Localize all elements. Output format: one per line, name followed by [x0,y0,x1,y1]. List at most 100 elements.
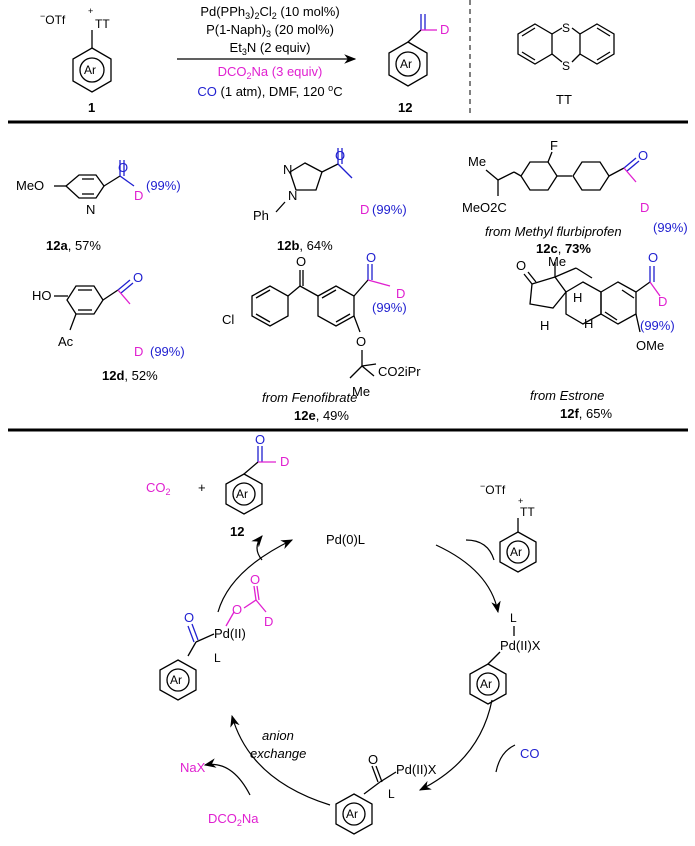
svg-text:Pd(II)X: Pd(II)X [396,762,437,777]
cycle-arrows: CO anion exchange NaX DCO2Na [180,535,540,828]
svg-text:OMe: OMe [636,338,664,353]
svg-text:12: 12 [230,524,244,539]
svg-text:D: D [280,454,289,469]
product-label: 12 [398,100,412,115]
exchange-label: exchange [250,746,306,761]
svg-text:Me: Me [352,384,370,399]
reagent-4: DCO2Na (3 equiv) [218,64,323,81]
svg-text:O: O [250,572,260,587]
svg-text:Me: Me [468,154,486,169]
pd0-label: Pd(0)L [326,532,365,547]
svg-text:L: L [388,787,395,801]
svg-text:from Estrone: from Estrone [530,388,604,403]
svg-text:D: D [658,294,667,309]
svg-text:(99%): (99%) [150,344,185,359]
svg-text:H: H [540,318,549,333]
svg-text:O: O [638,148,648,163]
svg-text:D: D [134,344,143,359]
svg-text:Pd(II): Pd(II) [214,626,246,641]
nax-label: NaX [180,760,206,775]
reaction-conditions: Pd(PPh3)2Cl2 (10 mol%) P(1-Naph)3 (20 mo… [177,4,357,99]
svg-text:N: N [86,202,95,217]
svg-text:O: O [368,752,378,767]
thianthrene: S S TT [517,21,615,107]
svg-text:12d, 52%: 12d, 52% [102,368,158,383]
svg-text:(99%): (99%) [372,202,407,217]
svg-text:+: + [88,6,93,16]
svg-text:TT: TT [95,17,110,31]
svg-text:N: N [288,188,297,203]
svg-text:D: D [440,22,449,37]
svg-text:O: O [232,602,242,617]
svg-text:O: O [356,334,366,349]
svg-text:D: D [396,286,405,301]
svg-text:O: O [184,610,194,625]
reagent-5: CO (1 atm), DMF, 120 oC [197,83,342,99]
svg-text:O: O [296,254,306,269]
cycle-aryl-tt: −OTf + TT Ar [480,481,537,573]
svg-text:−OTf: −OTf [40,11,66,27]
tt-label: TT [556,92,572,107]
svg-text:+: + [198,480,206,495]
svg-text:Pd(II)X: Pd(II)X [500,638,541,653]
cycle-product-12: CO2 + Ar O D 12 [146,432,289,539]
svg-text:12b, 64%: 12b, 64% [277,238,333,253]
svg-text:Me: Me [548,254,566,269]
svg-text:12f, 65%: 12f, 65% [560,406,612,421]
product-12d: HO Ac O D (99%) 12d, 52% [32,270,185,383]
svg-text:Ar: Ar [510,545,522,559]
svg-text:Ar: Ar [346,807,358,821]
product-12c: Me MeO2C F O D (99%) from Methyl flurbip… [462,138,688,256]
svg-text:Ar: Ar [400,57,412,71]
svg-text:O: O [255,432,265,447]
svg-text:Ph: Ph [253,208,269,223]
reagent-2: P(1-Naph)3 (20 mol%) [206,22,334,39]
svg-text:Ar: Ar [170,673,182,687]
svg-text:MeO: MeO [16,178,44,193]
svg-text:from Methyl flurbiprofen: from Methyl flurbiprofen [485,224,622,239]
svg-text:D: D [360,202,369,217]
cycle-acyl-pdx: O Pd(II)X L Ar [335,752,437,835]
svg-text:O: O [335,148,345,163]
svg-text:O: O [118,160,128,175]
svg-text:+: + [518,496,523,506]
svg-text:N: N [283,162,292,177]
start-material: −OTf + TT Ar 1 [40,6,112,115]
svg-text:Ar: Ar [236,487,248,501]
svg-text:−OTf: −OTf [480,481,506,497]
svg-text:CO2: CO2 [146,480,171,497]
svg-text:Cl: Cl [222,312,234,327]
svg-text:MeO2C: MeO2C [462,200,507,215]
product-12: Ar D 12 [388,14,449,115]
svg-text:(99%): (99%) [146,178,181,193]
svg-text:12e, 49%: 12e, 49% [294,408,349,423]
svg-text:O: O [648,250,658,265]
start-label: 1 [88,100,95,115]
product-12f: O Me H H H O D (99%) OMe from Estrone 12… [516,250,675,421]
svg-text:(99%): (99%) [372,300,407,315]
svg-text:12a, 57%: 12a, 57% [46,238,101,253]
svg-text:Ar: Ar [84,63,96,77]
svg-text:from Fenofibrate: from Fenofibrate [262,390,357,405]
svg-text:O: O [133,270,143,285]
svg-text:D: D [264,614,273,629]
cycle-arpdx: L Pd(II)X Ar [469,611,541,705]
svg-text:L: L [214,651,221,665]
svg-text:L: L [510,611,517,625]
reagent-3: Et3N (2 equiv) [230,40,311,57]
svg-text:S: S [562,59,570,73]
product-12a: MeO N O D (99%) 12a, 57% [16,160,181,253]
svg-text:F: F [550,138,558,153]
svg-text:D: D [134,188,143,203]
svg-text:H: H [584,316,593,331]
svg-text:Ar: Ar [480,677,492,691]
svg-text:D: D [640,200,649,215]
svg-text:O: O [366,250,376,265]
cycle-acyl-pd-formate: O Pd(II) L O O D Ar [159,572,273,701]
svg-text:TT: TT [520,505,535,519]
anion-label: anion [262,728,294,743]
product-12b: N N Ph O D (99%) 12b, 64% [253,148,407,253]
svg-text:HO: HO [32,288,52,303]
